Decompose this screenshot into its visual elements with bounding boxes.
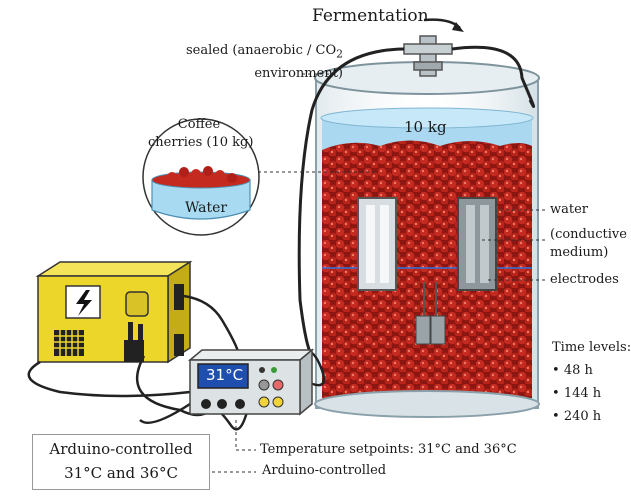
bowl-water-label: Water	[184, 200, 228, 216]
fermentation-tank	[314, 35, 540, 418]
time-level-240: 240 h	[563, 409, 602, 424]
conductive-line2: medium)	[550, 245, 609, 260]
coffee-label: Coffee cherries (10 kg)	[148, 116, 254, 152]
coffee-line2: cherries (10 kg)	[148, 135, 254, 150]
electrodes-label: electrodes	[550, 272, 619, 287]
coffee-bowl	[142, 118, 260, 236]
time-level-144: 144 h	[563, 386, 602, 401]
gas-tube-left	[297, 47, 405, 353]
controller-screen	[197, 363, 249, 389]
sealed-label: sealed (anaerobic / CO2 environment)	[186, 41, 343, 83]
electrode-right	[457, 197, 497, 291]
time-level-48: 48 h	[563, 363, 593, 378]
time-levels-heading: Time levels:	[552, 340, 631, 355]
box-line2: 31°C and 36°C	[64, 464, 178, 482]
gas-tube-right	[451, 45, 536, 108]
tank-water-label: water	[550, 202, 589, 217]
lightning-icon	[76, 290, 92, 316]
electrode-left	[357, 197, 397, 291]
setpoints-label: Temperature setpoints: 31°C and 36°C	[260, 442, 517, 457]
coffee-line1: Coffee	[177, 117, 221, 132]
power-plug-icon	[124, 340, 144, 362]
leader-lines	[212, 73, 545, 473]
sealed-subscript: 2	[336, 47, 343, 61]
conductive-line1: (conductive	[550, 227, 627, 242]
time-level-item: • 240 h	[552, 409, 602, 424]
sealed-line1: sealed (anaerobic / CO	[186, 43, 337, 58]
time-levels: Time levels: • 48 h • 144 h • 240 h	[552, 336, 631, 428]
time-level-item: • 48 h	[552, 363, 593, 378]
tank-mass-label: 10 kg	[404, 118, 447, 136]
time-level-item: • 144 h	[552, 386, 602, 401]
conductive-label: (conductive medium)	[550, 226, 627, 262]
arduino-controller	[187, 348, 315, 416]
power-supply	[35, 260, 193, 364]
arduino-label: Arduino-controlled	[262, 463, 387, 478]
sealed-line2: environment)	[254, 65, 343, 81]
diagram-title: Fermentation	[312, 6, 429, 26]
wire-3	[303, 350, 326, 387]
box-line1: Arduino-controlled	[49, 440, 193, 458]
tank-cherries	[322, 140, 532, 408]
arduino-box: Arduino-controlled 31°C and 36°C	[32, 434, 210, 490]
wire-2	[27, 360, 191, 398]
controller-display: 31°C	[206, 366, 244, 384]
